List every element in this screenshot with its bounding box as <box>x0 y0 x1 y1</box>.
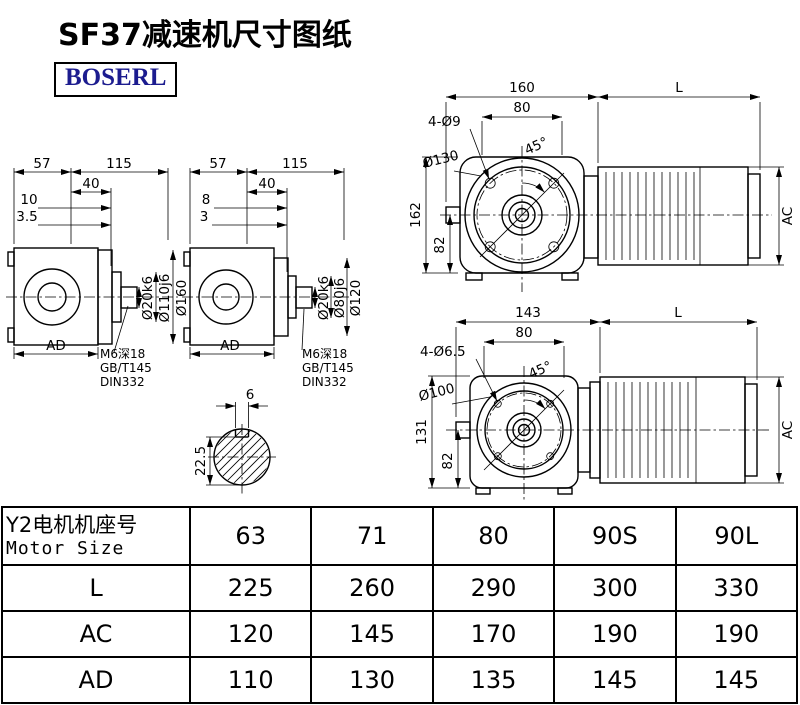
dim-label: Ø120 <box>348 280 364 316</box>
dim-label: 10 <box>20 192 37 208</box>
page-title: SF37减速机尺寸图纸 <box>58 18 352 53</box>
dim-label: 45° <box>526 358 554 382</box>
table-row-AD: AD 110 130 135 145 145 <box>1 656 799 704</box>
dim-label: Ø20k6 <box>316 276 332 320</box>
dim-label: 8 <box>202 192 211 208</box>
dim-label: 45° <box>522 134 550 158</box>
table-cell: 330 <box>674 564 799 612</box>
table-cell: 225 <box>188 564 313 612</box>
dim-label: L <box>674 305 682 321</box>
note-line: GB/T145 <box>302 361 354 375</box>
size-column-header: 90S <box>553 506 677 566</box>
size-column-header: 63 <box>188 506 313 566</box>
shaft-cross-section: 6 22.5 <box>193 387 276 494</box>
table-cell: 190 <box>553 610 677 658</box>
dim-label: 22.5 <box>193 446 209 476</box>
dim-label: 115 <box>106 156 132 172</box>
dim-label: 3.5 <box>16 209 37 225</box>
dim-label: 4-Ø9 <box>428 114 461 130</box>
brand-logo-text: BOSERL <box>65 64 167 91</box>
dim-label: 82 <box>440 452 456 469</box>
motor-size-header-cell: Y2电机机座号 Motor Size <box>1 506 191 566</box>
dim-label: 82 <box>432 236 448 253</box>
dim-label: 115 <box>282 156 308 172</box>
front-view-flange-130-with-motor: 160 L 80 4-Ø9 45° Ø130 162 82 AC <box>408 80 796 292</box>
dim-label: 40 <box>82 176 99 192</box>
dim-label: 160 <box>509 80 535 96</box>
dim-label: AC <box>780 421 796 439</box>
note-line: DIN332 <box>100 375 145 389</box>
table-cell: 290 <box>431 564 556 612</box>
dim-label: AC <box>780 207 796 225</box>
dim-label: L <box>675 80 683 96</box>
table-cell: 145 <box>310 610 434 658</box>
dim-label: 57 <box>33 156 50 172</box>
dim-label: AD <box>46 338 66 354</box>
size-column-header: 71 <box>310 506 434 566</box>
motor-size-header-en: Motor Size <box>6 538 125 560</box>
dim-label: Ø20k6 <box>140 276 156 320</box>
dim-label: 6 <box>246 387 255 403</box>
dim-label: Ø130 <box>421 148 460 172</box>
table-cell: 170 <box>431 610 556 658</box>
dim-label: Ø100 <box>417 381 456 405</box>
dim-label: 40 <box>258 176 275 192</box>
table-row-L: L 225 260 290 300 330 <box>1 564 799 612</box>
dim-label: AD <box>220 338 240 354</box>
dim-label: Ø160 <box>174 280 190 316</box>
brand-logo: BOSERL <box>54 62 178 97</box>
table-cell: 260 <box>310 564 434 612</box>
side-view-flange-120: 57 115 40 8 3 Ø20k6 Ø80j6 Ø120 AD M6深18 … <box>182 156 364 389</box>
note-line: M6深18 <box>100 347 145 361</box>
front-view-flange-100-with-motor: 143 L 80 4-Ø6.5 45° Ø100 131 82 AC <box>414 305 796 500</box>
dim-label: 80 <box>513 100 530 116</box>
note-line: DIN332 <box>302 375 347 389</box>
table-cell: 300 <box>553 564 677 612</box>
table-cell: 135 <box>431 656 556 704</box>
dim-label: 143 <box>515 305 541 321</box>
table-cell: 190 <box>674 610 799 658</box>
table-cell: 130 <box>310 656 434 704</box>
dim-label: 57 <box>209 156 226 172</box>
table-row-AC: AC 120 145 170 190 190 <box>1 610 799 658</box>
dim-label: 162 <box>408 202 424 228</box>
table-cell: 145 <box>674 656 799 704</box>
dim-label: Ø80j6 <box>332 278 348 318</box>
technical-drawing: 57 115 40 10 3.5 Ø20k6 Ø110j6 Ø160 AD M6… <box>6 80 796 500</box>
side-view-flange-160: 57 115 40 10 3.5 Ø20k6 Ø110j6 Ø160 AD M6… <box>6 156 190 389</box>
dim-label: 80 <box>515 325 532 341</box>
dim-label: 3 <box>200 209 209 225</box>
dim-label: Ø110j6 <box>157 274 173 323</box>
size-column-header: 90L <box>674 506 799 566</box>
dim-label: 131 <box>414 419 430 445</box>
row-label: L <box>1 564 191 612</box>
note-line: GB/T145 <box>100 361 152 375</box>
table-header-row: Y2电机机座号 Motor Size 63 71 80 90S 90L <box>1 506 799 566</box>
note-line: M6深18 <box>302 347 347 361</box>
size-column-header: 80 <box>431 506 556 566</box>
row-label: AC <box>1 610 191 658</box>
motor-size-header-cn: Y2电机机座号 <box>6 513 138 538</box>
row-label: AD <box>1 656 191 704</box>
dimension-table: Y2电机机座号 Motor Size 63 71 80 90S 90L L 22… <box>1 506 799 704</box>
dim-label: 4-Ø6.5 <box>420 344 466 360</box>
table-cell: 120 <box>188 610 313 658</box>
table-cell: 145 <box>553 656 677 704</box>
table-cell: 110 <box>188 656 313 704</box>
